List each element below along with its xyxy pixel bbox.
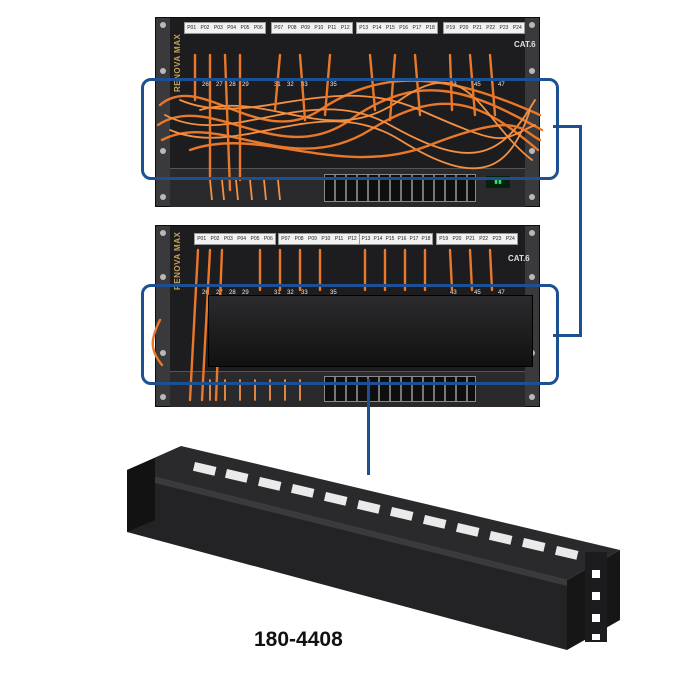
cable-manager-slots <box>192 462 579 560</box>
bottom-port-number: 47 <box>498 290 505 296</box>
bottom-port-number: 26 <box>202 290 209 296</box>
bottom-port-number: 29 <box>242 290 249 296</box>
top-port-number: 32 <box>287 82 294 88</box>
top-port-number: 26 <box>202 82 209 88</box>
bottom-highlight-frame <box>141 284 559 385</box>
bottom-port-number: 32 <box>287 290 294 296</box>
bottom-port-number: 35 <box>330 290 337 296</box>
bottom-port-number: 43 <box>450 290 457 296</box>
top-port-number: 27 <box>216 82 223 88</box>
bottom-port-number: 31 <box>274 290 281 296</box>
bottom-port-number: 45 <box>474 290 481 296</box>
top-port-number: 29 <box>242 82 249 88</box>
top-port-number: 47 <box>498 82 505 88</box>
top-port-number: 28 <box>229 82 236 88</box>
installed-cable-manager-cover <box>208 295 533 367</box>
bottom-cat6-mark: CAT.6 <box>508 254 530 263</box>
top-cat6-mark: CAT.6 <box>514 40 536 49</box>
bottom-port-number: 33 <box>301 290 308 296</box>
top-port-number: 33 <box>301 82 308 88</box>
top-exposed-cable-bundle <box>156 53 544 200</box>
cable-manager-product-image <box>127 446 620 650</box>
bottom-switch-port-grid <box>324 376 476 402</box>
top-cable-group <box>156 53 544 200</box>
vertical-pointer-line <box>367 379 370 475</box>
top-left-rack-ear <box>156 18 170 206</box>
top-highlight-frame <box>141 78 559 180</box>
top-port-number: 35 <box>330 82 337 88</box>
product-sku-label: 180-4408 <box>254 628 343 651</box>
right-bracket-connector <box>553 125 582 337</box>
top-port-number: 45 <box>474 82 481 88</box>
bottom-port-number: 28 <box>229 290 236 296</box>
bottom-visible-cables <box>151 248 494 402</box>
